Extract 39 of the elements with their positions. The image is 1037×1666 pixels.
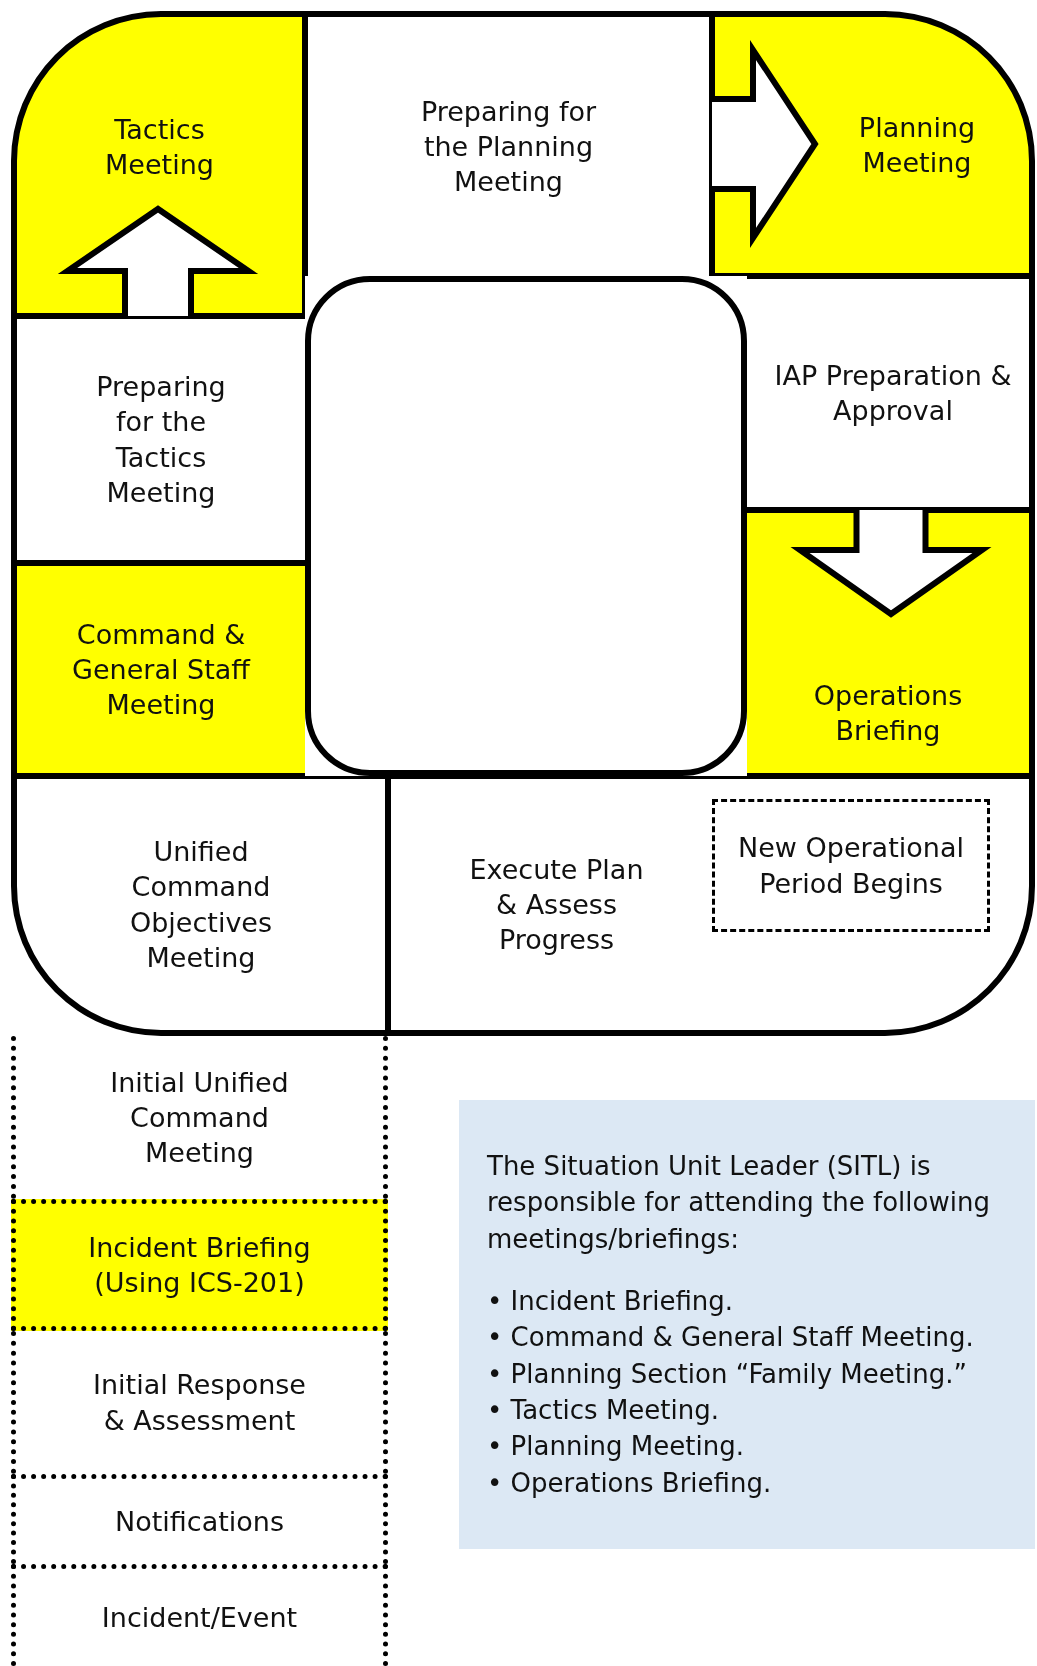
process-box — [11, 1036, 388, 1199]
block-arrow — [709, 40, 819, 248]
box-label: Tactics Meeting — [104, 113, 215, 183]
process-box — [747, 276, 1035, 510]
process-box — [11, 776, 388, 1036]
box-label: Incident Briefing (Using ICS-201) — [87, 1230, 312, 1300]
box-label: Execute Plan & Assess Progress — [468, 852, 645, 958]
rounded-box — [305, 276, 747, 776]
bullet-item: • Command & General Staff Meeting. — [487, 1321, 974, 1355]
block-arrow — [790, 507, 992, 618]
box-label: Notifications — [115, 1504, 284, 1539]
process-box — [712, 799, 990, 932]
box-label: Initial Response & Assessment — [92, 1368, 307, 1438]
box-label: Incident/Event — [101, 1600, 298, 1635]
process-box — [305, 11, 712, 276]
panel-text: The Situation Unit Leader (SITL) is responsible for attending the following meetings/briefings: — [487, 1149, 991, 1256]
bullet-item: • Planning Section “Family Meeting.” — [487, 1357, 968, 1391]
info-panel — [459, 1100, 1035, 1549]
process-box — [11, 563, 305, 776]
box-label: Planning Meeting — [857, 110, 977, 180]
box-label: Initial Unified Command Meeting — [109, 1065, 290, 1171]
bullet-item: • Incident Briefing. — [487, 1284, 735, 1318]
box-label: Command & General Staff Meeting — [71, 617, 252, 723]
block-arrow — [57, 205, 259, 319]
process-box — [11, 1199, 388, 1331]
box-label: Operations Briefing — [812, 678, 964, 748]
box-label: New Operational Period Begins — [737, 831, 965, 901]
process-box — [11, 1474, 388, 1564]
box-label: Preparing for the Planning Meeting — [419, 94, 598, 200]
process-box — [11, 316, 305, 563]
bullet-item: • Operations Briefing. — [487, 1466, 773, 1500]
process-box — [11, 1331, 388, 1474]
box-label: IAP Preparation & Approval — [773, 358, 1013, 428]
bullet-item: • Planning Meeting. — [487, 1430, 745, 1464]
box-label: Preparing for the Tactics Meeting — [95, 370, 227, 510]
process-box — [388, 776, 1035, 1036]
bullet-item: • Tactics Meeting. — [487, 1394, 721, 1428]
box-label: Unified Command Objectives Meeting — [128, 835, 274, 975]
process-box — [11, 1564, 388, 1666]
